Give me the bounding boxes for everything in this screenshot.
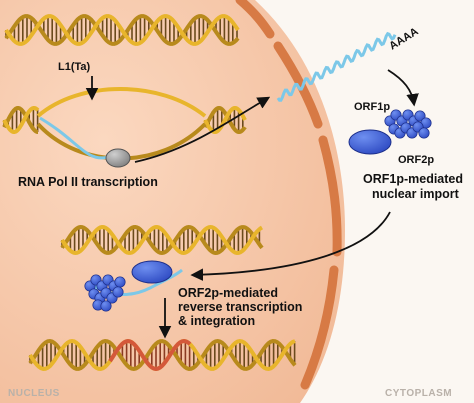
- orf2p-protein-cytoplasm: [348, 129, 392, 155]
- import-label-line2: nuclear import: [372, 187, 460, 201]
- dna-strand-back: [28, 338, 297, 372]
- inserted-l1-dna: [108, 338, 192, 372]
- template-strand-top: [36, 87, 207, 118]
- dna-strand-front: [203, 106, 247, 134]
- orf1p-subunit: [418, 127, 430, 139]
- dna-helix-integrated: [28, 338, 297, 372]
- orf1p-subunit: [114, 276, 126, 288]
- orf1p-subunit: [112, 286, 124, 298]
- dna-strand-front: [2, 106, 40, 134]
- import-label-line1: ORF1p-mediated: [363, 172, 463, 186]
- nucleus-label: NUCLEUS: [8, 388, 60, 399]
- dna-strand-front: [60, 224, 264, 256]
- dna-strand-back: [203, 106, 247, 134]
- rt-label-line1: ORF2p-mediated: [178, 286, 278, 300]
- rt-label-line3: & integration: [178, 314, 255, 328]
- arrow-export: [134, 96, 271, 163]
- orf2p-label: ORF2p: [398, 154, 434, 166]
- dna-strand-back: [4, 14, 240, 46]
- l1-rna: [276, 31, 397, 102]
- pol2-label: RNA Pol II transcription: [18, 175, 158, 189]
- dna-strand-back: [60, 224, 264, 256]
- rna-pol-ii: [105, 148, 131, 168]
- orf1p-label: ORF1p: [354, 101, 390, 113]
- dna-helix-top: [4, 14, 240, 46]
- l1-label: L1(Ta): [58, 61, 91, 73]
- arrow-to-rnp: [387, 69, 419, 107]
- orf1p-subunit: [100, 300, 112, 312]
- arrow-import: [190, 211, 391, 282]
- cytoplasm-label: CYTOPLASM: [385, 388, 452, 399]
- nuclear-envelope: [235, 0, 342, 390]
- orf1p-trimers-cytoplasm: [384, 109, 432, 139]
- orf1p-trimers-nuclear: [84, 274, 126, 312]
- dna-strand-back: [2, 106, 39, 134]
- dna-strand-front: [4, 14, 240, 46]
- orf1p-subunit: [414, 110, 426, 122]
- nascent-rna: [39, 116, 113, 160]
- orf2p-protein-nuclear: [131, 260, 173, 284]
- rt-label-line2: reverse transcription: [178, 300, 302, 314]
- dna-helix-target: [60, 224, 264, 256]
